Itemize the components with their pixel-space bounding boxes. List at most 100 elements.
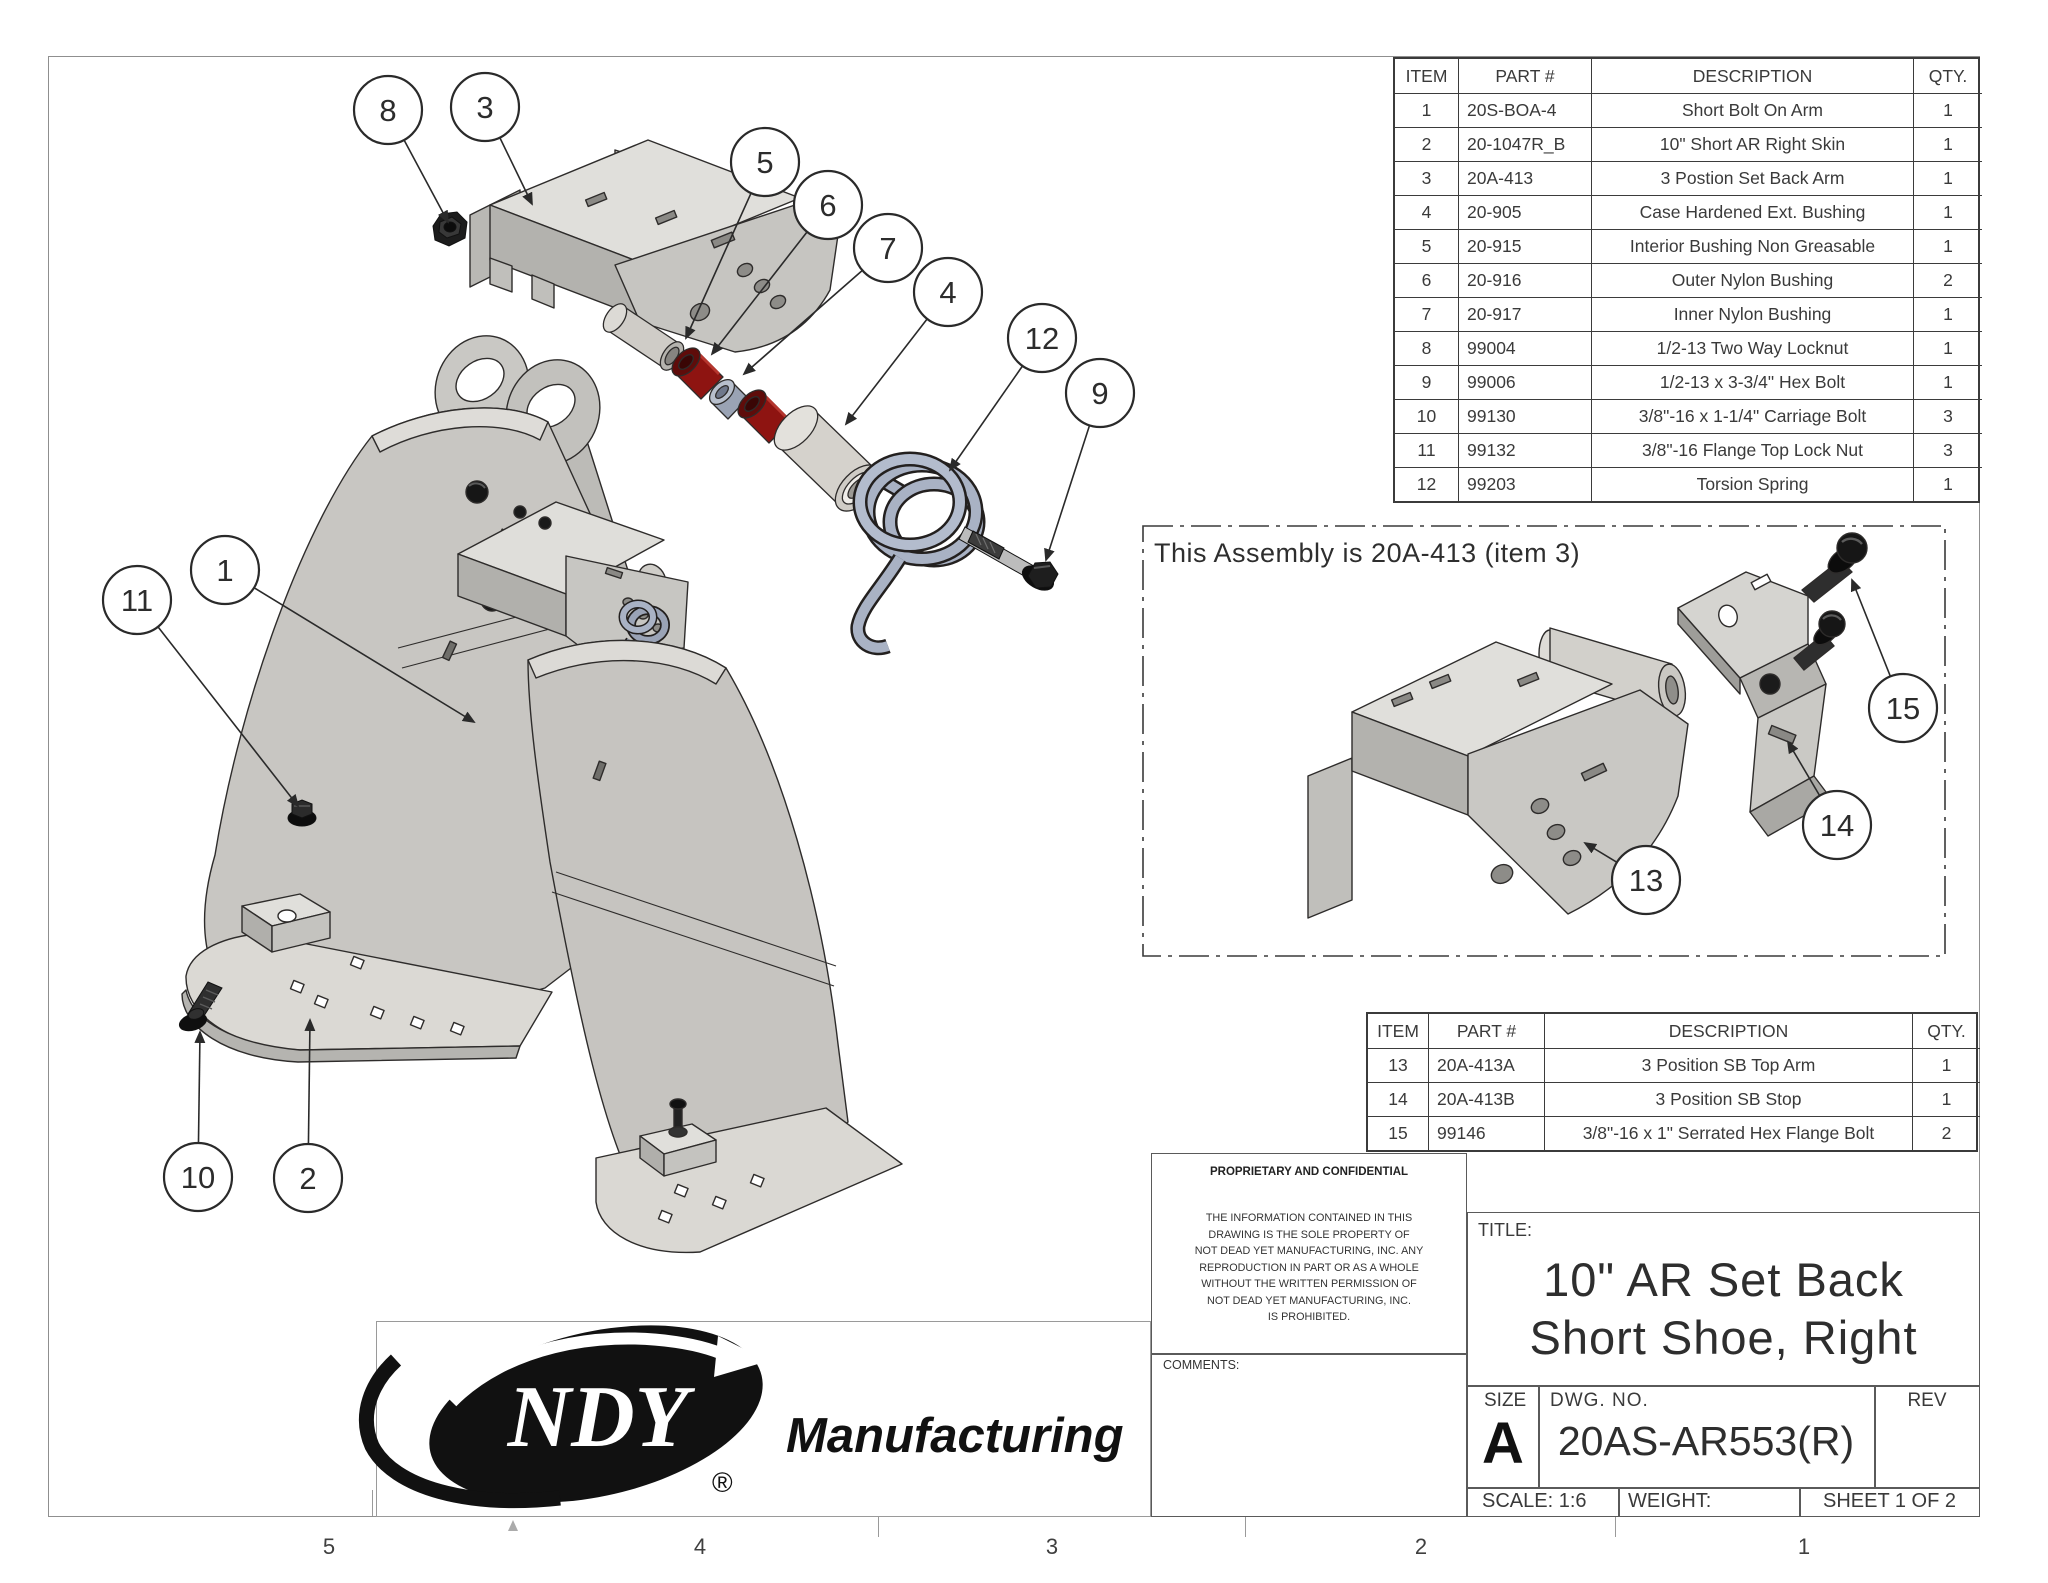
bom-cell: 99004: [1459, 331, 1592, 365]
title-label: TITLE:: [1478, 1220, 1533, 1240]
bom-cell: 3: [1395, 161, 1459, 195]
zone-tick: [1615, 1517, 1616, 1537]
balloon-circle: [729, 126, 801, 198]
bom-cell: 1: [1914, 297, 1982, 331]
bom-cell: 1: [1395, 93, 1459, 127]
balloon-leader-line: [194, 1030, 206, 1144]
proprietary-line: THE INFORMATION CONTAINED IN THIS: [1205, 1212, 1413, 1224]
balloon-number: 8: [379, 93, 396, 128]
ndy-logo: NDY ® Manufacturing: [358, 1325, 1124, 1508]
bom-cell: Interior Bushing Non Greasable: [1592, 229, 1914, 263]
torsion-spring-drawing: [850, 451, 986, 656]
bom-cell: 1: [1914, 161, 1982, 195]
proprietary-heading: PROPRIETARY AND CONFIDENTIAL: [1209, 1166, 1409, 1178]
bom-cell: Outer Nylon Bushing: [1592, 263, 1914, 297]
bom-cell: 99203: [1459, 467, 1592, 501]
bom-cell: 99146: [1429, 1116, 1545, 1150]
balloon-circle: [1801, 789, 1873, 861]
bom-cell: 1: [1913, 1082, 1980, 1116]
bom-header-cell: PART #: [1459, 59, 1592, 93]
drawing-title-line1: 10" AR Set Back: [1543, 1253, 1904, 1306]
zone-number: 5: [322, 1534, 336, 1559]
balloon-number: 10: [181, 1160, 215, 1195]
logo-brand-text: NDY: [507, 1369, 696, 1466]
logo-box: [376, 1321, 1151, 1517]
balloon-circle: [449, 71, 521, 143]
dwg-no-label: DWG. NO.: [1550, 1390, 1649, 1411]
balloon-number: 13: [1629, 863, 1663, 898]
balloon-circle: [1867, 672, 1939, 744]
detail-view-box: [1142, 525, 1946, 957]
zone-number: 4: [693, 1534, 707, 1559]
bom-header-cell: ITEM: [1368, 1014, 1429, 1048]
proprietary-line: DRAWING IS THE SOLE PROPERTY OF: [1208, 1228, 1410, 1241]
balloon-circle: [189, 534, 261, 606]
proprietary-line: WITHOUT THE WRITTEN PERMISSION OF: [1201, 1278, 1417, 1290]
bom-cell: 20S-BOA-4: [1459, 93, 1592, 127]
bom-cell: 11: [1395, 433, 1459, 467]
balloon-number: 2: [299, 1161, 316, 1196]
bom-header-cell: PART #: [1429, 1014, 1545, 1048]
bom-cell: 1: [1914, 93, 1982, 127]
proprietary-line: NOT DEAD YET MANUFACTURING, INC. ANY: [1194, 1245, 1424, 1257]
size-label: SIZE: [1484, 1390, 1527, 1411]
weight-label: WEIGHT:: [1628, 1490, 1712, 1512]
bom-cell: 3 Postion Set Back Arm: [1592, 161, 1914, 195]
balloon-circle: [1064, 357, 1136, 429]
bom-header-cell: QTY.: [1928, 65, 1968, 86]
balloon-circle: [792, 169, 864, 241]
balloon-number: 7: [879, 231, 896, 266]
logo-registered-mark: ®: [712, 1467, 733, 1498]
bom-cell: 8: [1395, 331, 1459, 365]
locknut-drawing: [432, 211, 468, 247]
bom-cell: 13: [1368, 1048, 1429, 1082]
size-value: A: [1482, 1411, 1524, 1476]
balloon-circle: [912, 256, 984, 328]
bom-cell: 7: [1395, 297, 1459, 331]
rev-label: REV: [1907, 1390, 1947, 1411]
bom-cell: 20A-413B: [1429, 1082, 1545, 1116]
bom-cell: 3/8"-16 x 1-1/4" Carriage Bolt: [1592, 399, 1914, 433]
zone-tick: [1245, 1517, 1246, 1537]
bom-cell: 3 Position SB Stop: [1545, 1082, 1913, 1116]
balloon-leader-line: [1583, 841, 1618, 864]
balloon-number: 1: [216, 553, 233, 588]
balloon-number: 14: [1820, 808, 1854, 843]
bom-cell: 1: [1914, 331, 1982, 365]
bom-cell: 20-915: [1459, 229, 1592, 263]
bom-cell: 20A-413: [1459, 161, 1592, 195]
zone-tick: [372, 1490, 373, 1516]
bom-cell: 3 Position SB Top Arm: [1545, 1048, 1913, 1082]
bom-cell: 20-905: [1459, 195, 1592, 229]
bom-cell: 99006: [1459, 365, 1592, 399]
balloon-leader-line: [403, 139, 449, 224]
bom-header-cell: QTY.: [1927, 1020, 1966, 1041]
bom-cell: 3/8"-16 x 1" Serrated Hex Flange Bolt: [1545, 1116, 1913, 1150]
zone-number: 1: [1797, 1534, 1811, 1559]
bom-cell: 5: [1395, 229, 1459, 263]
bom-cell: 20A-413A: [1429, 1048, 1545, 1082]
balloon-number: 5: [756, 145, 773, 180]
proprietary-divider: [1151, 1353, 1467, 1355]
balloon-number: 12: [1025, 321, 1059, 356]
balloon-circle: [1610, 844, 1682, 916]
balloon-leader-line: [1786, 740, 1821, 797]
bom-cell: 10" Short AR Right Skin: [1592, 127, 1914, 161]
balloon-leader-line: [742, 269, 863, 376]
balloon-number: 4: [939, 275, 956, 310]
proprietary-line: NOT DEAD YET MANUFACTURING, INC.: [1207, 1294, 1411, 1307]
carriage-bolt-drawing: [178, 981, 223, 1032]
bom-cell: 1: [1914, 467, 1982, 501]
balloon-leader-line: [948, 365, 1024, 472]
zone-number: 2: [1414, 1534, 1428, 1559]
balloon-circle: [852, 212, 924, 284]
bom-cell: 20-1047R_B: [1459, 127, 1592, 161]
logo-swoosh-tail: [358, 1354, 561, 1508]
balloon-leader-line: [157, 626, 300, 808]
bom-cell: 3: [1914, 433, 1982, 467]
shoe-mount-block: [241, 893, 331, 953]
bom-cell: 1: [1914, 127, 1982, 161]
bom-cell: 15: [1368, 1116, 1429, 1150]
